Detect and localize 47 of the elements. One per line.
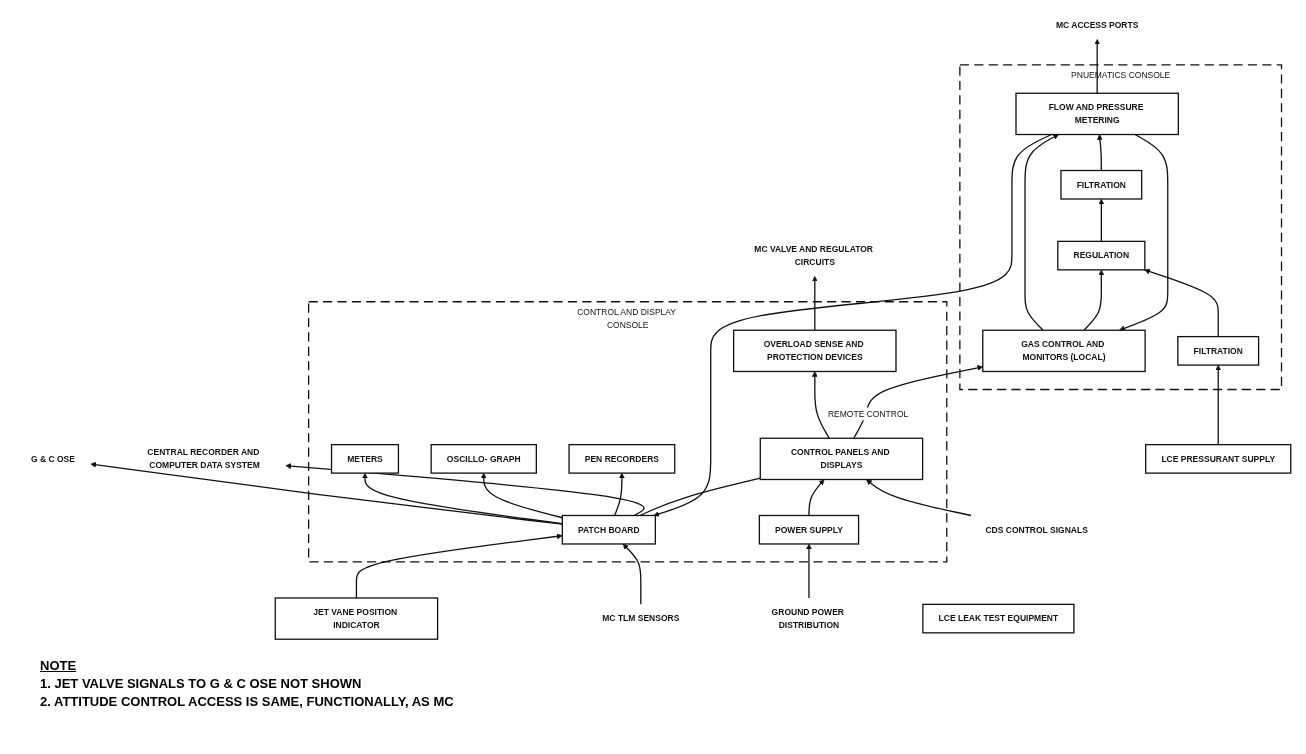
node-box: GAS CONTROL AND MONITORS (LOCAL) xyxy=(982,329,1146,373)
arrow xyxy=(362,472,563,525)
arrow xyxy=(866,479,972,517)
arrow xyxy=(1098,198,1105,243)
node-box: PEN RECORDERS xyxy=(568,443,676,474)
node-box: LCE LEAK TEST EQUIPMENT xyxy=(922,603,1075,634)
node-box: OSCILLO- GRAPH xyxy=(430,443,537,474)
arrow xyxy=(1144,268,1219,338)
arrow xyxy=(1024,134,1059,331)
arrow xyxy=(1097,134,1103,172)
arrow xyxy=(90,461,563,525)
arrow xyxy=(355,533,563,599)
arrow xyxy=(1094,39,1101,94)
node-box: PATCH BOARD xyxy=(561,514,656,545)
node-text: G & C OSE xyxy=(30,453,75,464)
node-text: CDS CONTROL SIGNALS xyxy=(985,524,1088,535)
arrow xyxy=(613,472,625,517)
node-text: GROUND POWER DISTRIBUTION xyxy=(771,607,844,630)
node-box: REGULATION xyxy=(1057,240,1146,271)
node-box: FILTRATION xyxy=(1177,335,1260,366)
node-box: POWER SUPPLY xyxy=(758,514,860,545)
arrow xyxy=(480,472,563,519)
note-heading: NOTE xyxy=(40,658,78,673)
arrow xyxy=(1215,364,1222,446)
note-text: 2. ATTITUDE CONTROL ACCESS IS SAME, FUNCTIONALLY, AS MC xyxy=(40,694,454,709)
node-box: FILTRATION xyxy=(1060,169,1143,200)
node-text: MC VALVE AND REGULATOR CIRCUITS xyxy=(754,244,873,267)
arrow xyxy=(811,371,830,439)
edge-label: REMOTE CONTROL xyxy=(827,408,909,419)
note-text: 1. JET VALVE SIGNALS TO G & C OSE NOT SHOWN xyxy=(40,676,363,691)
node-text: CENTRAL RECORDER AND COMPUTER DATA SYSTEM xyxy=(147,447,260,470)
arrow xyxy=(1119,133,1169,332)
node-text: MC TLM SENSORS xyxy=(602,613,680,624)
node-box: OVERLOAD SENSE AND PROTECTION DEVICES xyxy=(733,329,897,373)
arrow xyxy=(653,133,1053,517)
node-box: METERS xyxy=(330,443,400,474)
arrow xyxy=(811,275,818,331)
node-box: CONTROL PANELS AND DISPLAYS xyxy=(759,437,924,481)
arrow xyxy=(806,543,812,599)
connector xyxy=(639,477,761,517)
node-text: MC ACCESS PORTS xyxy=(1055,19,1139,30)
node-box: LCE PRESSURANT SUPPLY xyxy=(1145,443,1292,474)
arrow xyxy=(1083,269,1105,331)
arrow xyxy=(808,479,825,517)
arrow xyxy=(622,543,642,605)
node-box: JET VANE POSITION INDICATOR xyxy=(274,597,439,640)
node-box: FLOW AND PRESSURE METERING xyxy=(1015,92,1179,136)
